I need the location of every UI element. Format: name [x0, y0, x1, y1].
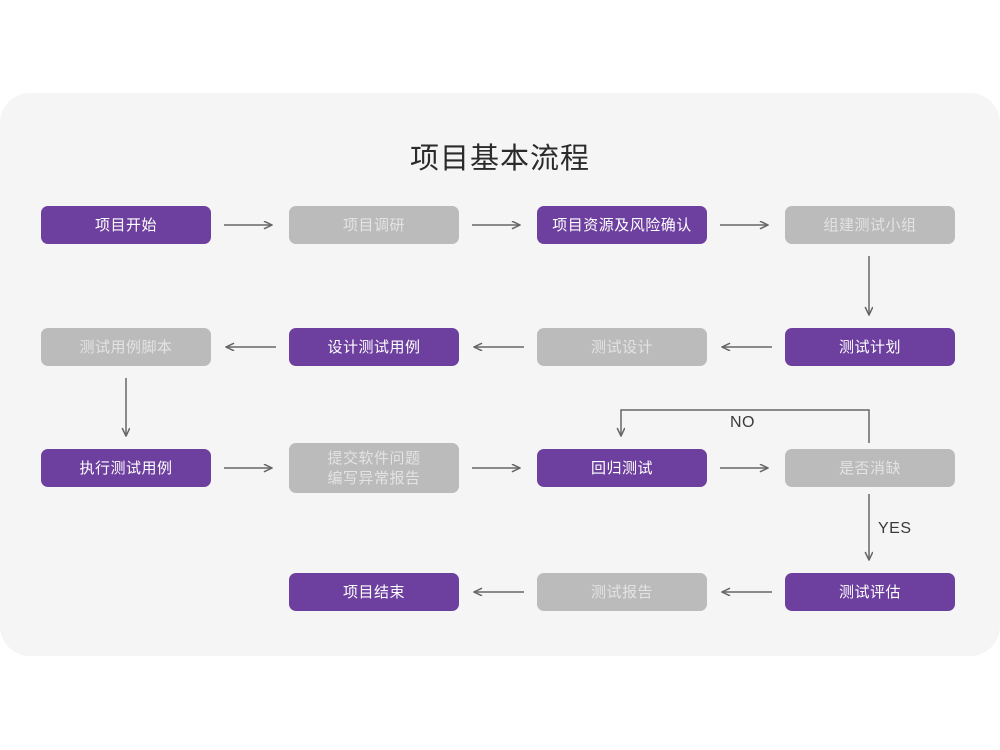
- node-resource-risk-confirm[interactable]: 项目资源及风险确认: [537, 206, 707, 244]
- node-test-design[interactable]: 测试设计: [537, 328, 707, 366]
- node-execute-test-cases[interactable]: 执行测试用例: [41, 449, 211, 487]
- diagram-panel: [0, 93, 1000, 656]
- node-project-research[interactable]: 项目调研: [289, 206, 459, 244]
- node-test-evaluation[interactable]: 测试评估: [785, 573, 955, 611]
- diagram-title: 项目基本流程: [409, 141, 590, 175]
- edge-label-yes: YES: [878, 520, 912, 537]
- node-test-report[interactable]: 测试报告: [537, 573, 707, 611]
- node-project-start[interactable]: 项目开始: [41, 206, 211, 244]
- node-test-plan[interactable]: 测试计划: [785, 328, 955, 366]
- node-regression-test[interactable]: 回归测试: [537, 449, 707, 487]
- edge-label-no: NO: [730, 414, 755, 431]
- node-design-test-cases[interactable]: 设计测试用例: [289, 328, 459, 366]
- node-submit-defects-report[interactable]: 提交软件问题 编写异常报告: [289, 443, 459, 493]
- node-defects-cleared-decision[interactable]: 是否消缺: [785, 449, 955, 487]
- node-form-test-team[interactable]: 组建测试小组: [785, 206, 955, 244]
- node-project-end[interactable]: 项目结束: [289, 573, 459, 611]
- node-test-case-scripts[interactable]: 测试用例脚本: [41, 328, 211, 366]
